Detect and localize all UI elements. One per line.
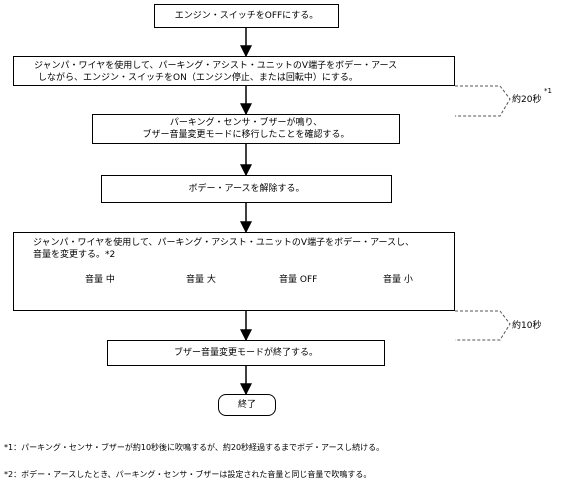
step-confirm-buzzer: パーキング・センサ・ブザーが鳴り、 ブザー音量変更モードに移行したことを確認する… (92, 114, 400, 144)
timer-20s-label: 約20秒 (512, 95, 542, 105)
step-release-ground-text: ボデー・アースを解除する。 (188, 184, 305, 194)
timer-20s-mark: *1 (544, 87, 552, 95)
step-mode-ends-text: ブザー音量変更モードが終了する。 (173, 348, 318, 358)
step-confirm-buzzer-line2: ブザー音量変更モードに移行したことを確認する。 (142, 130, 350, 140)
step-change-volume-line1: ジャンパ・ワイヤを使用して、パーキング・アシスト・ユニットのV端子をボデー・アー… (33, 238, 415, 248)
step-release-ground: ボデー・アースを解除する。 (101, 175, 392, 203)
footnote-2: *2：ボデー・アースしたとき、パーキング・センサ・ブザーは設定された音量と同じ音… (4, 470, 372, 479)
step-confirm-buzzer-line1: パーキング・センサ・ブザーが鳴り、 (169, 118, 323, 128)
end-terminal-text: 終了 (237, 400, 256, 410)
timer-bracket-10s (455, 310, 511, 341)
timer-10s-label: 約10秒 (512, 321, 542, 331)
timer-bracket-20s (455, 85, 511, 117)
step-engine-off-text: エンジン・スイッチをOFFにする。 (174, 11, 319, 21)
volume-medium: 音量 中 (85, 275, 115, 285)
footnote-1: *1：パーキング・センサ・ブザーが約10秒後に吹鳴するが、約20秒経過するまでボ… (4, 443, 385, 452)
step-change-volume-line2: 音量を変更する。*2 (33, 250, 116, 260)
volume-off: 音量 OFF (279, 275, 318, 285)
volume-high: 音量 大 (186, 275, 216, 285)
step-ground-terminal-line1: ジャンパ・ワイヤを使用して、パーキング・アシスト・ユニットのV端子をボデー・アー… (34, 61, 398, 71)
step-ground-terminal-line2: しながら、エンジン・スイッチをON（エンジン停止、または回転中）にする。 (38, 73, 358, 83)
step-engine-off: エンジン・スイッチをOFFにする。 (154, 4, 339, 28)
step-ground-terminal: ジャンパ・ワイヤを使用して、パーキング・アシスト・ユニットのV端子をボデー・アー… (13, 56, 455, 86)
step-mode-ends: ブザー音量変更モードが終了する。 (107, 340, 385, 366)
volume-low: 音量 小 (383, 275, 413, 285)
end-terminal: 終了 (218, 394, 276, 416)
step-change-volume: ジャンパ・ワイヤを使用して、パーキング・アシスト・ユニットのV端子をボデー・アー… (13, 232, 455, 311)
